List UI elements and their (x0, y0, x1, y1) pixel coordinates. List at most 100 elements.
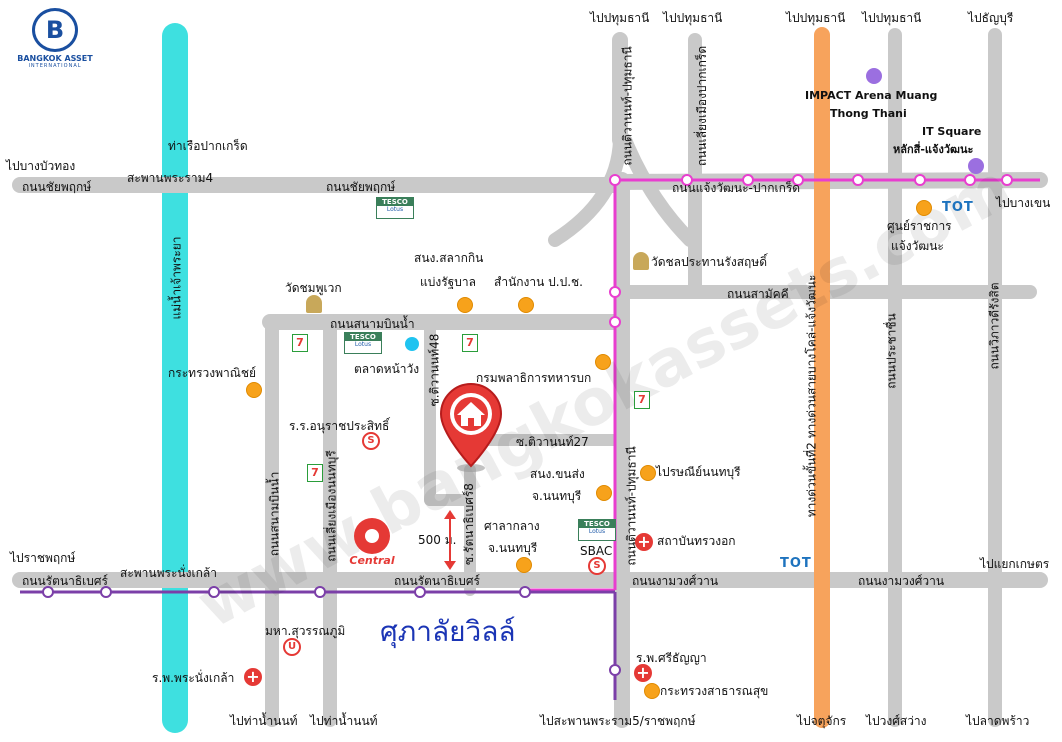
label-to-tha-nam-non-1: ไปท่าน้ำนนท์ (230, 714, 298, 728)
label-wat-chonprathan: วัดชลประทานรังสฤษดิ์ (651, 255, 767, 269)
it-square-marker (968, 158, 984, 174)
label-to-tha-nam-non-2: ไปท่าน้ำนนท์ (310, 714, 378, 728)
label-rama4-bridge: สะพานพระราม4 (127, 171, 214, 185)
commerce-ministry-marker (246, 382, 262, 398)
label-soi-tiwanon27: ซ.ติวานนท์27 (516, 435, 589, 449)
label-to-pathum-4: ไปปทุมธานี (862, 11, 922, 25)
distance-arrow (444, 510, 456, 570)
label-chaengwattana-pakkret: ถนนแจ้งวัฒนะ-ปากเกร็ด (672, 181, 801, 195)
label-wat-chomphuwek: วัดชมพูเวก (285, 281, 342, 295)
label-ngamwongwan-2: ถนนงามวงศ์วาน (858, 574, 945, 588)
road-curve-left (548, 133, 627, 247)
label-chaiyaphruek-2: ถนนชัยพฤกษ์ (326, 180, 396, 194)
seven-eleven-icon: 7 (462, 334, 478, 352)
seven-eleven-icon: 7 (307, 464, 323, 482)
label-prachachuen: ถนนประชาชื่น (884, 313, 899, 389)
label-liang-mueang-pakkret: ถนนเลี่ยงเมืองปากเกร็ด (695, 45, 710, 167)
label-phra-nang-klao-bridge: สะพานพระนั่งเกล้า (120, 566, 217, 580)
hospital-icon: + (635, 533, 653, 551)
company-logo: B BANGKOK ASSET INTERNATIONAL (6, 8, 104, 78)
label-it-square: IT Square (922, 125, 982, 138)
label-to-thanyaburi: ไปธัญบุรี (968, 11, 1014, 25)
temple-icon (633, 252, 649, 270)
label-rr-anuratprasit: ร.ร.อนุราชประสิทธิ์ (289, 419, 390, 433)
label-to-kaset: ไปแยกเกษตร (980, 557, 1050, 571)
label-rattanathibet-w: ถนนรัตนาธิเบศร์ (22, 574, 108, 588)
label-rattanathibet-c: ถนนรัตนาธิเบศร์ (394, 574, 480, 588)
tesco-top-text: TESCO (377, 198, 413, 206)
provincial-hall-marker (516, 557, 532, 573)
label-sanambinnam-v: ถนนสนามบินน้ำ (267, 471, 282, 557)
label-samakkhi: ถนนสามัคคี (727, 287, 789, 301)
tesco-bottom-text: Lotus (354, 341, 372, 348)
logo-subtitle: INTERNATIONAL (28, 63, 82, 69)
transport-office-marker (596, 485, 612, 501)
label-distance: 500 ม. (418, 533, 457, 547)
label-nonthaburi-transport: สนง.ขนส่ง (530, 467, 585, 481)
post-office-marker (640, 465, 656, 481)
tesco-top-text: TESCO (579, 520, 615, 528)
tesco-bottom-text: Lotus (588, 528, 606, 535)
military-dept-marker (595, 354, 611, 370)
label-to-lat-phrao: ไปลาดพร้าว (966, 714, 1030, 728)
lottery-office-marker (457, 297, 473, 313)
project-title: ศุภาลัยวิลล์ (380, 615, 516, 648)
talad-nawang-marker (405, 337, 419, 351)
label-to-pathum-3: ไปปทุมธานี (786, 11, 846, 25)
central-flower-icon (354, 518, 390, 554)
label-govt-center: ศูนย์ราชการ (887, 219, 952, 233)
label-liang-mueang-nonthaburi: ถนนเลี่ยงเมืองนนทบุรี (324, 450, 339, 562)
tot-logo-top: TOT (942, 200, 974, 215)
label-tiwanon-pathum: ถนนติวานนท์-ปทุมธานี (620, 46, 635, 166)
label-nonthaburi-post: ไปรษณีย์นนทบุรี (656, 465, 741, 479)
school-badge-icon: S (362, 432, 380, 450)
label-sbac: SBAC (580, 544, 613, 558)
building-icon: B (32, 8, 78, 52)
label-to-wong-sawang: ไปวงศ์สว่าง (866, 714, 927, 728)
seven-eleven-icon: 7 (634, 391, 650, 409)
label-talad-nawang: ตลาดหน้าวัง (354, 362, 420, 376)
label-sukhothai-uni: มหา.สุวรรณภูมิ (265, 624, 346, 638)
label-commerce-ministry: กระทรวงพาณิชย์ (168, 366, 257, 380)
temple-icon (306, 295, 322, 313)
label-lottery-office: สนง.สลากกิน (414, 251, 484, 265)
label-pakkret-pier: ท่าเรือปากเกร็ด (168, 139, 248, 153)
tesco-top-text: TESCO (345, 333, 381, 341)
central-text: Central (349, 554, 395, 567)
tot-logo-bottom: TOT (780, 556, 812, 571)
label-govt-center-2: แจ้งวัฒนะ (891, 239, 944, 253)
label-provincial-hall: ศาลากลาง (484, 519, 540, 533)
label-to-pathum-2: ไปปทุมธานี (663, 11, 723, 25)
label-ngamwongwan-1: ถนนงามวงศ์วาน (632, 574, 719, 588)
label-to-rama5: ไปสะพานพระราม5/ราชพฤกษ์ (540, 714, 696, 728)
label-tiwanon-pathum-2: ถนนติวานนท์-ปทุมธานี (624, 446, 639, 566)
label-to-bang-bua-thong: ไปบางบัวทอง (6, 159, 76, 173)
logo-name: BANGKOK ASSET (17, 54, 93, 63)
label-ppc-office: สำนักงาน ป.ป.ช. (494, 275, 583, 289)
label-it-square-2: หลักสี่-แจ้งวัฒนะ (893, 143, 974, 156)
label-provincial-hall-2: จ.นนทบุรี (488, 541, 538, 555)
label-to-chatuchak: ไปจตุจักร (797, 714, 847, 728)
university-icon: U (283, 638, 301, 656)
tesco-bottom-text: Lotus (386, 206, 404, 213)
label-srithanya-hosp: ร.พ.ศรีธัญญา (636, 651, 707, 665)
label-military-dept: กรมพลาธิการทหารบก (476, 371, 592, 385)
label-to-bang-khen: ไปบางเขน (996, 196, 1051, 210)
label-impact-2: Thong Thani (830, 107, 907, 120)
central-mall-logo: Central (348, 518, 396, 572)
label-expressway-2: ทางด่วนขั้นที่2 ทางด่วนสายบางโคล่-แจ้งวั… (804, 274, 819, 518)
health-ministry-marker (644, 683, 660, 699)
label-to-pathum-1: ไปปทุมธานี (590, 11, 650, 25)
label-health-ministry: กระทรวงสาธารณสุข (660, 684, 769, 698)
impact-marker (866, 68, 882, 84)
hospital-icon: + (244, 668, 262, 686)
hospital-icon: + (634, 664, 652, 682)
label-to-ratchaphruek: ไปราชพฤกษ์ (10, 551, 76, 565)
ppc-office-marker (518, 297, 534, 313)
home-location-pin (439, 383, 503, 472)
label-phra-nang-klao-hosp: ร.พ.พระนั่งเกล้า (152, 671, 235, 685)
sbac-badge-icon: S (588, 557, 606, 575)
seven-eleven-icon: 7 (292, 334, 308, 352)
